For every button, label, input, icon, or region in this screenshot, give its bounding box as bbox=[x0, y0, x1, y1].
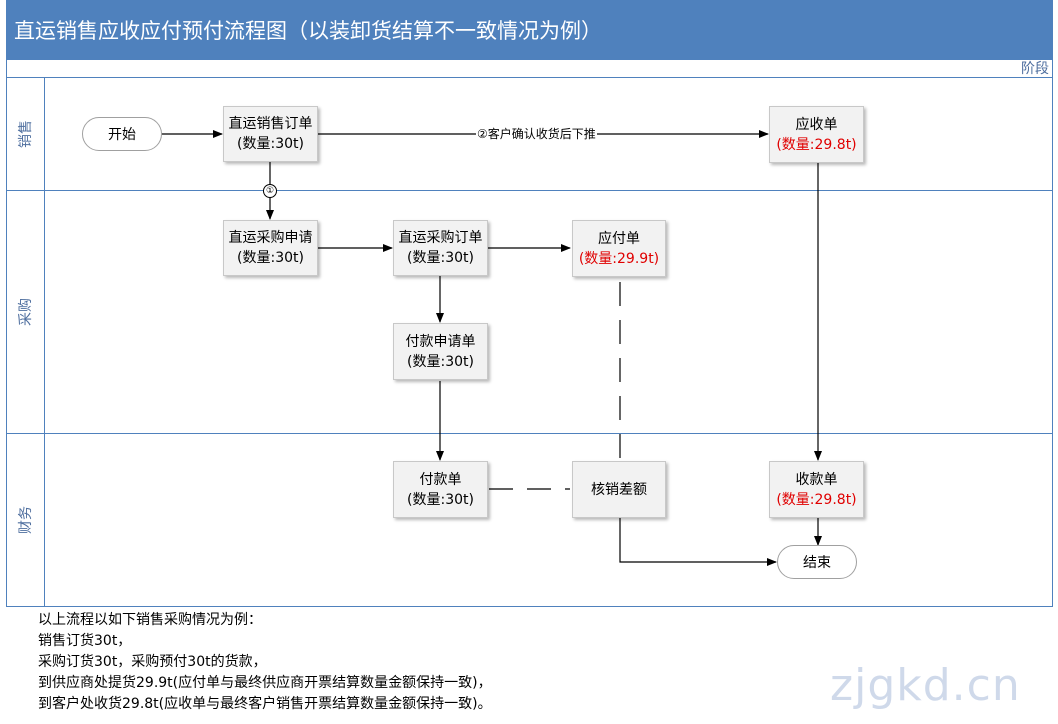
note-line: 销售订货30t， bbox=[38, 633, 132, 649]
edge-writeoff-to-end bbox=[619, 518, 777, 566]
note-line: 到供应商处提货29.9t(应付单与最终供应商开票结算数量金额保持一致)， bbox=[38, 675, 492, 691]
example-notes: 以上流程以如下销售采购情况为例： 销售订货30t， 采购订货30t，采购预付30… bbox=[38, 610, 492, 715]
node-receivable: 应收单(数量:29.8t) bbox=[769, 106, 864, 163]
node-purchase-request: 直运采购申请(数量:30t) bbox=[223, 220, 318, 276]
diagram-title: 直运销售应收应付预付流程图（以装卸货结算不一致情况为例） bbox=[6, 0, 1053, 60]
phase-label: 阶段 bbox=[1021, 61, 1049, 77]
edge-label-step2: ②客户确认收货后下推 bbox=[476, 127, 597, 141]
node-purchase-order: 直运采购订单(数量:30t) bbox=[393, 220, 488, 276]
node-payable: 应付单(数量:29.9t) bbox=[572, 220, 666, 277]
watermark: zjgkd.cn bbox=[830, 660, 1021, 711]
lane-separator-sales-purchase bbox=[6, 190, 1053, 191]
start-node: 开始 bbox=[82, 117, 162, 151]
node-writeoff-difference: 核销差额 bbox=[572, 461, 666, 518]
note-line: 采购订货30t，采购预付30t的货款， bbox=[38, 654, 267, 670]
node-payment-request: 付款申请单(数量:30t) bbox=[393, 323, 488, 380]
node-receipt: 收款单(数量:29.8t) bbox=[769, 461, 864, 518]
end-node: 结束 bbox=[777, 545, 857, 579]
lane-separator-purchase-finance bbox=[6, 433, 1053, 434]
note-line: 以上流程以如下销售采购情况为例： bbox=[38, 612, 262, 628]
phase-row: 阶段 bbox=[6, 60, 1053, 78]
lane-label-divider bbox=[44, 78, 45, 607]
node-sales-order: 直运销售订单(数量:30t) bbox=[223, 106, 318, 162]
note-line: 到客户处收货29.8t(应收单与最终客户销售开票结算数量金额保持一致)。 bbox=[38, 696, 492, 712]
node-payment: 付款单(数量:30t) bbox=[393, 461, 488, 518]
edge-label-step1: ① bbox=[263, 184, 277, 198]
